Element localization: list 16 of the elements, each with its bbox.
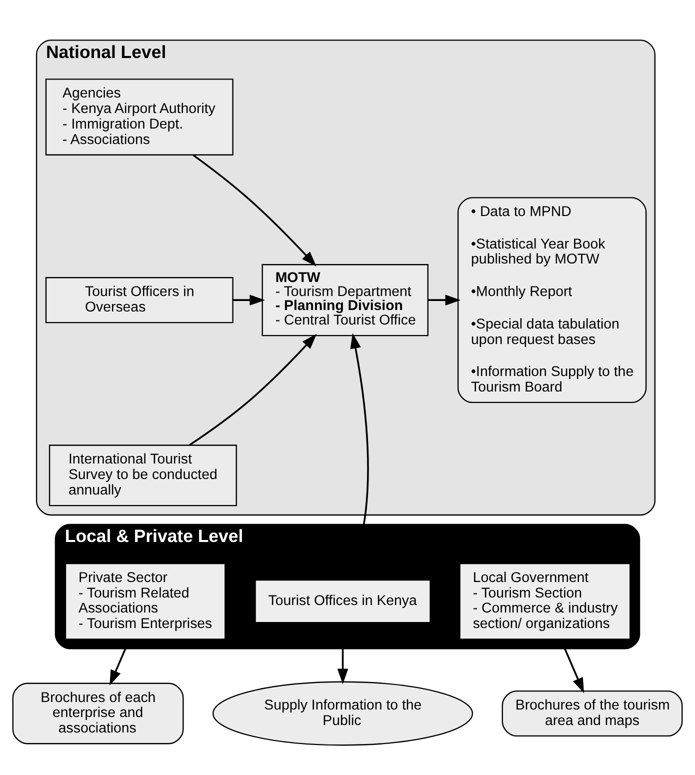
node-box: International Tourist Survey to be conducted annually	[48, 444, 237, 506]
node-box: Private Sector - Tourism Related Associations - Tourism Enterprises	[64, 562, 226, 640]
arrow	[188, 333, 317, 446]
arrow	[233, 294, 266, 305]
node-ellipse: Supply Information to the Public	[212, 680, 474, 746]
node-box: Brochures of the tourism area and maps	[502, 690, 683, 736]
node-box: Tourist Offices in Kenya	[254, 578, 431, 623]
node-box: Local Government - Tourism Section - Commerce & industry section/ organizations	[459, 562, 631, 640]
node-box: Tourist Officers in Overseas	[45, 276, 234, 323]
arrow	[428, 294, 461, 305]
node-box: Agencies - Kenya Airport Authority - Immigration Dept. - Associations	[45, 78, 234, 155]
node-box: Brochures of each enterprise and associations	[12, 682, 184, 744]
arrow	[192, 154, 316, 266]
node-box: • Data to MPND •Statistical Year Book published by MOTW •Monthly Report •Special data tabulation upon request bases •Information Supply to the Tourism Board	[457, 196, 647, 403]
arrow	[350, 332, 369, 524]
node-box: MOTW - Tourism Department - Planning Division - Central Tourist Office	[262, 264, 428, 336]
